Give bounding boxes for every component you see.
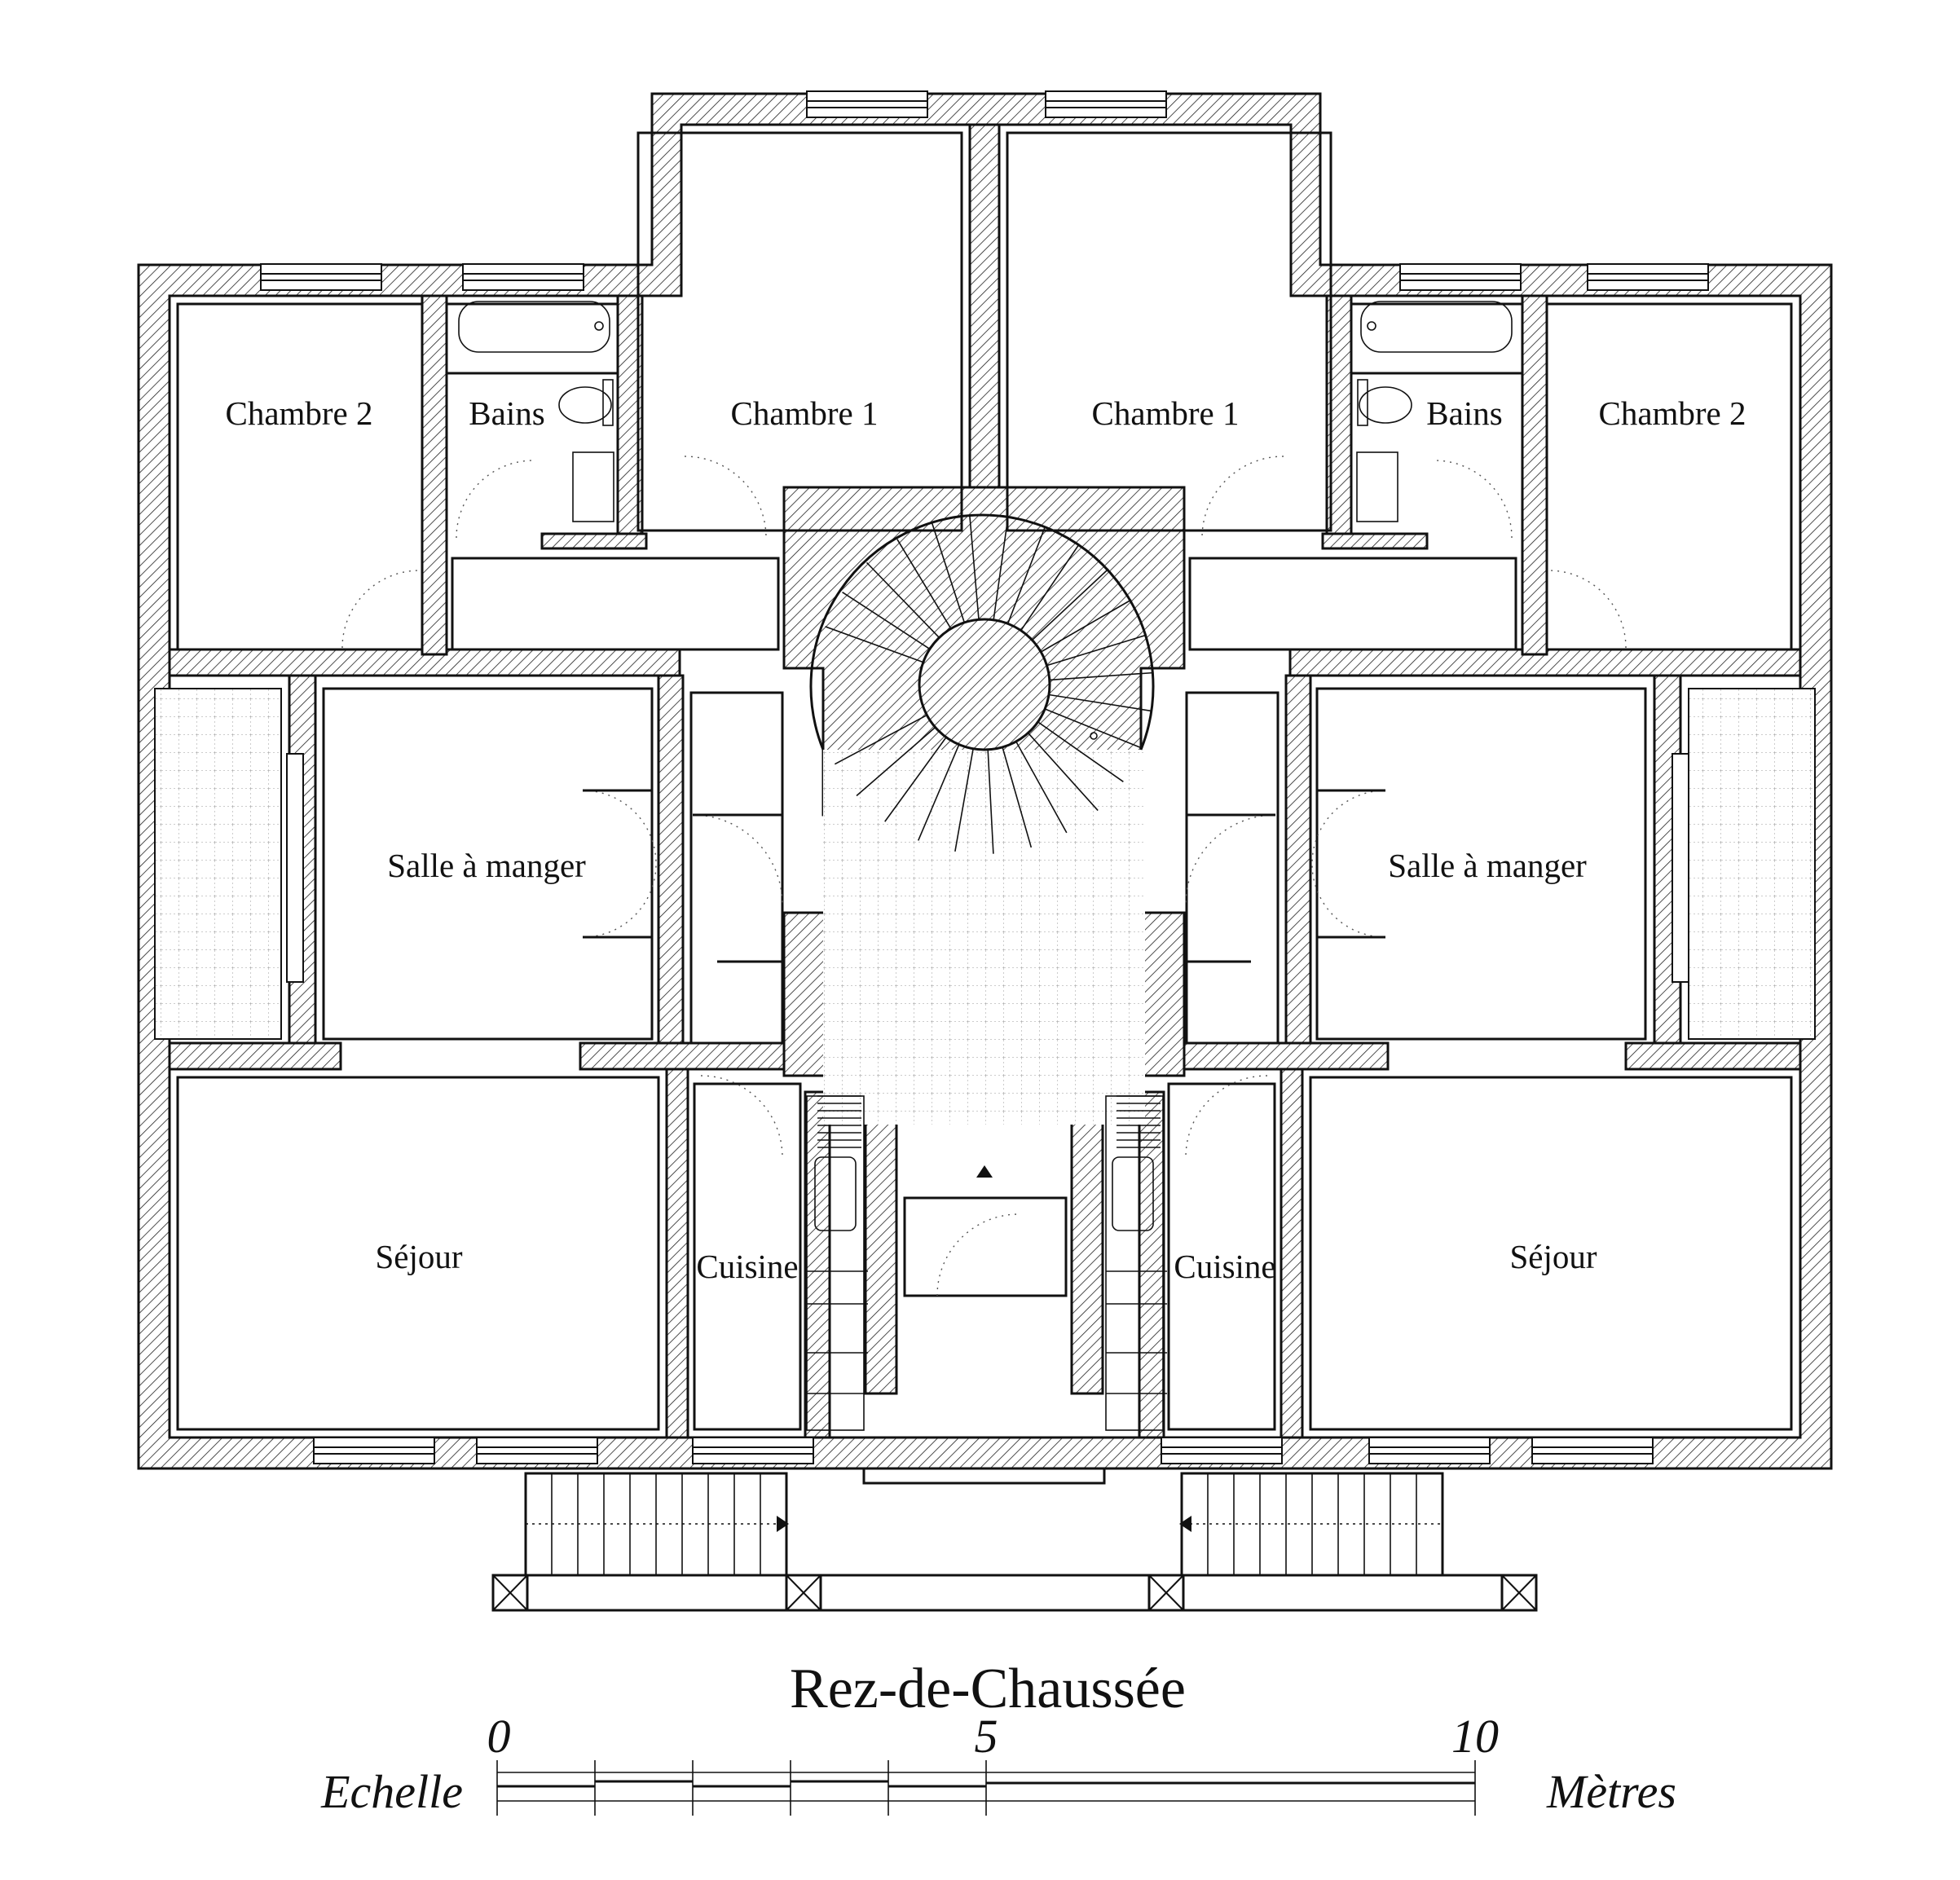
terraces	[154, 688, 1816, 1125]
label-salle-left: Salle à manger	[387, 847, 586, 884]
label-salle-right: Salle à manger	[1388, 847, 1587, 884]
toilet-left-icon	[558, 386, 612, 424]
bathtub-left-icon	[458, 301, 610, 353]
plan-title: Rez-de-Chaussée	[790, 1658, 1186, 1720]
label-sejour-left: Séjour	[375, 1238, 462, 1275]
spiral-staircase	[809, 513, 1155, 854]
label-sejour-right: Séjour	[1509, 1238, 1597, 1275]
label-chambre1-left: Chambre 1	[730, 394, 878, 432]
doors	[341, 456, 1627, 1297]
bathtub-right-icon	[1360, 301, 1513, 353]
label-chambre2-left: Chambre 2	[225, 394, 372, 432]
label-chambre1-right: Chambre 1	[1091, 394, 1239, 432]
label-chambre2-right: Chambre 2	[1598, 394, 1746, 432]
kitchen-counters	[806, 1095, 1167, 1431]
room-outlines	[176, 131, 1793, 1485]
scale-bar: Echelle Mètres 0 5 10	[320, 1710, 1676, 1818]
toilet-right-icon	[1359, 386, 1412, 424]
label-cuisine-right: Cuisine	[1174, 1248, 1275, 1285]
scale-tick-5: 5	[975, 1710, 998, 1763]
entrance-steps	[491, 1165, 1538, 1612]
scale-label-left: Echelle	[320, 1765, 463, 1818]
windows	[260, 90, 1709, 1464]
room-labels: Chambre 2 Bains Chambre 1 Chambre 1 Bain…	[225, 394, 1746, 1285]
label-bains-right: Bains	[1426, 394, 1502, 432]
shower-left-icon	[572, 451, 614, 522]
label-bains-left: Bains	[469, 394, 544, 432]
scale-label-right: Mètres	[1546, 1765, 1676, 1818]
sink-right-icon	[1112, 1156, 1154, 1231]
arrow-up-icon	[976, 1165, 993, 1178]
bathroom-fixtures	[458, 301, 1513, 522]
sink-left-icon	[814, 1156, 857, 1231]
arrow-left-icon	[777, 1516, 789, 1532]
label-cuisine-left: Cuisine	[696, 1248, 798, 1285]
scale-tick-0: 0	[487, 1710, 511, 1763]
scale-tick-10: 10	[1451, 1710, 1499, 1763]
shower-right-icon	[1356, 451, 1398, 522]
arrow-right-icon	[1179, 1516, 1191, 1532]
